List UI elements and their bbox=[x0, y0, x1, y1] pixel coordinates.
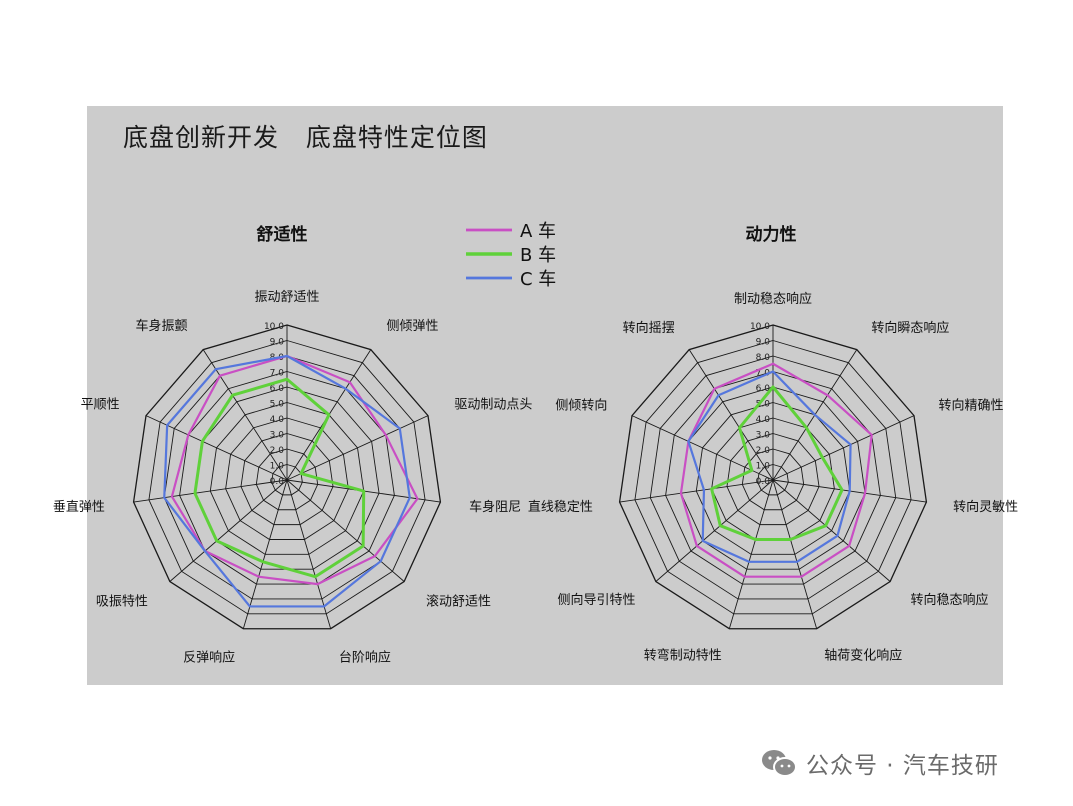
tick-label: 3.0 bbox=[270, 431, 285, 441]
chart-panel bbox=[87, 106, 1003, 685]
wechat-icon bbox=[762, 750, 797, 777]
grid-spoke bbox=[286, 415, 429, 481]
legend-item: C 车 bbox=[466, 269, 556, 290]
radar-title: 舒适性 bbox=[257, 224, 308, 245]
grid-spoke bbox=[688, 349, 774, 481]
series-line-a bbox=[679, 362, 873, 578]
grid-spoke bbox=[242, 479, 288, 629]
tick-label: 5.0 bbox=[756, 400, 771, 410]
grid-ring bbox=[695, 402, 851, 555]
axis-label: 侧倾转向 bbox=[555, 397, 607, 413]
grid-ring bbox=[634, 340, 912, 615]
grid-ring bbox=[741, 448, 805, 511]
axis-label: 转向灵敏性 bbox=[953, 499, 1018, 515]
tick-label: 2.0 bbox=[756, 446, 771, 456]
tick-label: 7.0 bbox=[270, 369, 285, 379]
axis-label: 车身阻尼 bbox=[469, 499, 521, 515]
grid-ring bbox=[209, 402, 365, 555]
grid-spoke bbox=[772, 415, 915, 481]
tick-label: 0.0 bbox=[270, 477, 285, 487]
axis-label: 转向瞬态响应 bbox=[871, 320, 949, 336]
axis-label: 直线稳定性 bbox=[528, 499, 593, 515]
grid-ring bbox=[649, 355, 897, 600]
grid-spoke bbox=[655, 479, 774, 582]
grid-ring bbox=[255, 448, 319, 511]
grid-spoke bbox=[619, 479, 774, 503]
tick-label: 1.0 bbox=[270, 462, 285, 472]
grid-ring bbox=[240, 433, 334, 526]
radar-chart-2: 动力性 0.0 1.0 2.0 3.0 4.0 5.0 6.0 7.0 8.0 9.0 10.0 制动稳… bbox=[528, 224, 1018, 664]
grid-spoke bbox=[286, 479, 405, 582]
series-line-c bbox=[687, 370, 852, 563]
grid-ring bbox=[618, 324, 928, 630]
grid-spoke bbox=[728, 479, 774, 629]
grid-spoke bbox=[202, 349, 288, 481]
grid-spoke bbox=[145, 415, 288, 481]
axis-label: 制动稳态响应 bbox=[734, 291, 812, 307]
watermark: 公众号 · 汽车技研 bbox=[760, 746, 999, 780]
radar-title: 动力性 bbox=[746, 224, 797, 245]
grid-spoke bbox=[631, 415, 774, 481]
axis-label: 反弹响应 bbox=[183, 650, 235, 666]
axis-label: 垂直弹性 bbox=[53, 500, 105, 515]
axis-label: 振动舒适性 bbox=[254, 290, 319, 305]
grid-ring bbox=[726, 433, 820, 526]
grid-ring bbox=[163, 355, 411, 600]
page-title: 底盘创新开发 底盘特性定位图 bbox=[123, 123, 488, 152]
grid-ring bbox=[665, 371, 881, 585]
tick-label: 8.0 bbox=[756, 353, 771, 363]
series-line-a bbox=[170, 354, 419, 586]
grid-ring bbox=[132, 324, 442, 630]
grid-spoke bbox=[772, 479, 818, 629]
grid-spoke bbox=[772, 479, 891, 582]
legend-label: A 车 bbox=[520, 221, 556, 242]
axis-label: 转向摇摆 bbox=[623, 320, 675, 336]
tick-label: 0.0 bbox=[756, 477, 771, 487]
grid-spoke bbox=[133, 479, 288, 503]
series-line-b bbox=[193, 377, 366, 579]
grid-ring bbox=[757, 464, 789, 496]
axis-label: 侧倾弹性 bbox=[386, 319, 438, 334]
axis-label: 转向稳态响应 bbox=[911, 592, 989, 608]
grid-ring bbox=[225, 417, 349, 540]
grid-spoke bbox=[169, 479, 288, 582]
legend-item: A 车 bbox=[466, 221, 556, 242]
legend-label: C 车 bbox=[520, 269, 556, 290]
tick-label: 10.0 bbox=[264, 322, 284, 332]
axis-label: 侧向导引特性 bbox=[557, 592, 635, 608]
series-line-b bbox=[710, 385, 844, 541]
axis-label: 转向精确性 bbox=[939, 397, 1004, 413]
tick-label: 1.0 bbox=[756, 462, 771, 472]
axis-label: 车身振颤 bbox=[136, 318, 188, 334]
series-line-c bbox=[163, 354, 411, 608]
tick-label: 4.0 bbox=[270, 415, 285, 425]
axis-label: 转弯制动特性 bbox=[644, 648, 722, 664]
tick-label: 7.0 bbox=[756, 369, 771, 379]
legend-label: B 车 bbox=[520, 245, 556, 266]
grid-ring bbox=[148, 340, 426, 615]
tick-label: 6.0 bbox=[270, 384, 285, 394]
axis-label: 滚动舒适性 bbox=[426, 593, 491, 609]
tick-label: 9.0 bbox=[270, 338, 285, 348]
legend: A 车 B 车 C 车 bbox=[466, 221, 556, 290]
tick-label: 4.0 bbox=[756, 415, 771, 425]
axis-label: 驱动制动点头 bbox=[454, 398, 532, 413]
grid-ring bbox=[680, 386, 866, 570]
axis-label: 台阶响应 bbox=[339, 650, 391, 666]
tick-label: 3.0 bbox=[756, 431, 771, 441]
axis-label: 吸振特性 bbox=[96, 594, 148, 609]
tick-label: 10.0 bbox=[750, 322, 770, 332]
legend-item: B 车 bbox=[466, 245, 556, 266]
watermark-text: 公众号 · 汽车技研 bbox=[806, 753, 999, 779]
tick-label: 9.0 bbox=[756, 338, 771, 348]
tick-label: 6.0 bbox=[756, 384, 771, 394]
radar-chart-1: 舒适性0.01.02.03.04.05.06.07.08.09.010.0振动舒… bbox=[53, 224, 533, 666]
axis-label: 平顺性 bbox=[81, 398, 120, 413]
axis-label: 轴荷变化响应 bbox=[824, 648, 902, 664]
tick-label: 2.0 bbox=[270, 446, 285, 456]
grid-ring bbox=[179, 371, 395, 585]
tick-label: 5.0 bbox=[270, 400, 285, 410]
grid-spoke bbox=[286, 479, 332, 629]
